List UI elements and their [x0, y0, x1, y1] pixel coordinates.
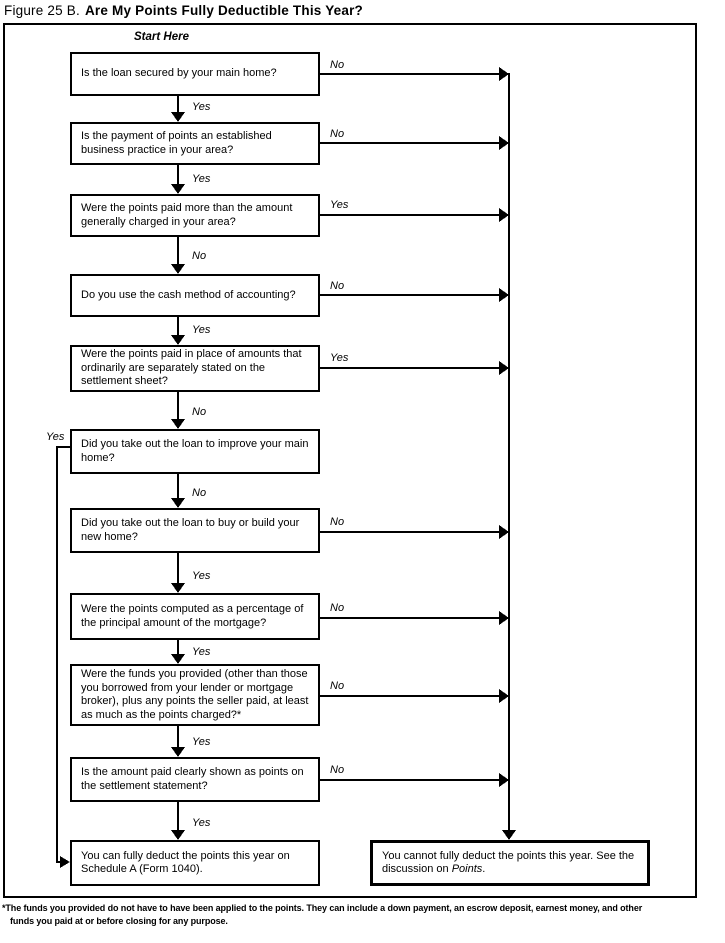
branch-label-down-9: Yes	[192, 736, 211, 748]
branch-label-right-4: No	[330, 280, 345, 292]
question-text-6: Did you take out the loan to improve you…	[81, 438, 309, 464]
left-branch-arrowhead	[60, 856, 70, 868]
branch-label-left-6: Yes	[46, 431, 65, 443]
question-box-10: Is the amount paid clearly shown as poin…	[70, 757, 320, 802]
down-arrowhead-3	[171, 264, 185, 274]
right-arrowhead-7	[499, 525, 509, 539]
question-text-9: Were the funds you provided (other than …	[81, 668, 309, 721]
figure-title: Figure 25 B. Are My Points Fully Deductib…	[4, 3, 363, 18]
branch-label-right-1: No	[330, 59, 345, 71]
footnote-line-2: funds you paid at or before closing for …	[10, 916, 228, 926]
question-text-4: Do you use the cash method of accounting…	[81, 288, 296, 301]
down-arrowhead-1	[171, 112, 185, 122]
down-arrowhead-5	[171, 419, 185, 429]
question-box-9: Were the funds you provided (other than …	[70, 664, 320, 726]
branch-label-down-3: No	[192, 250, 207, 262]
down-arrowhead-8	[171, 654, 185, 664]
down-arrowhead-2	[171, 184, 185, 194]
down-arrowhead-9	[171, 747, 185, 757]
result-deductible-text: You can fully deduct the points this yea…	[81, 849, 290, 876]
branch-label-down-10: Yes	[192, 817, 211, 829]
result-not-deductible-text: You cannot fully deduct the points this …	[382, 850, 641, 877]
question-box-6: Did you take out the loan to improve you…	[70, 429, 320, 474]
branch-label-down-2: Yes	[192, 173, 211, 185]
branch-label-down-8: Yes	[192, 646, 211, 658]
figure-number: Figure 25 B.	[4, 3, 80, 18]
branch-label-right-7: No	[330, 516, 345, 528]
result-not-deductible-post: .	[482, 863, 486, 875]
branch-label-right-3: Yes	[330, 199, 349, 211]
question-text-7: Did you take out the loan to buy or buil…	[81, 517, 300, 543]
question-box-8: Were the points computed as a percentage…	[70, 593, 320, 640]
branch-label-right-8: No	[330, 602, 345, 614]
start-here-label: Start Here	[134, 31, 189, 43]
question-box-5: Were the points paid in place of amounts…	[70, 345, 320, 392]
branch-label-down-1: Yes	[192, 101, 211, 113]
right-arrowhead-8	[499, 611, 509, 625]
branch-label-right-5: Yes	[330, 352, 349, 364]
right-arrowhead-1	[499, 67, 509, 81]
collector-arrowhead	[502, 830, 516, 840]
result-not-deductible-term: Points	[451, 863, 483, 875]
question-box-1: Is the loan secured by your main home?	[70, 52, 320, 96]
question-box-4: Do you use the cash method of accounting…	[70, 274, 320, 317]
question-text-10: Is the amount paid clearly shown as poin…	[81, 766, 304, 792]
branch-label-down-7: Yes	[192, 570, 211, 582]
result-box-deductible: You can fully deduct the points this yea…	[70, 840, 320, 886]
right-arrowhead-3	[499, 208, 509, 222]
down-arrowhead-10	[171, 830, 185, 840]
result-box-not-deductible: You cannot fully deduct the points this …	[370, 840, 650, 886]
footnote-line-1: *The funds you provided do not have to h…	[2, 903, 643, 913]
footnote: *The funds you provided do not have to h…	[2, 902, 642, 928]
branch-label-down-4: Yes	[192, 324, 211, 336]
question-text-8: Were the points computed as a percentage…	[81, 603, 304, 629]
question-box-2: Is the payment of points an established …	[70, 122, 320, 165]
branch-label-right-10: No	[330, 764, 345, 776]
question-box-3: Were the points paid more than the amoun…	[70, 194, 320, 237]
question-text-5: Were the points paid in place of amounts…	[81, 348, 302, 388]
result-not-deductible-pre: You cannot fully deduct the points this …	[382, 849, 635, 876]
down-arrowhead-4	[171, 335, 185, 345]
question-box-7: Did you take out the loan to buy or buil…	[70, 508, 320, 553]
question-text-2: Is the payment of points an established …	[81, 130, 272, 156]
right-arrowhead-10	[499, 773, 509, 787]
branch-label-down-5: No	[192, 406, 207, 418]
branch-label-right-2: No	[330, 128, 345, 140]
down-arrowhead-6	[171, 498, 185, 508]
right-arrowhead-5	[499, 361, 509, 375]
question-text-3: Were the points paid more than the amoun…	[81, 202, 293, 228]
chart-border	[3, 23, 697, 898]
right-arrowhead-2	[499, 136, 509, 150]
branch-label-right-9: No	[330, 680, 345, 692]
figure-title-text: Are My Points Fully Deductible This Year…	[84, 3, 363, 18]
down-arrowhead-7	[171, 583, 185, 593]
question-text-1: Is the loan secured by your main home?	[81, 67, 277, 80]
right-arrowhead-9	[499, 689, 509, 703]
left-branch-line	[56, 446, 70, 863]
branch-label-down-6: No	[192, 487, 207, 499]
right-arrowhead-4	[499, 288, 509, 302]
